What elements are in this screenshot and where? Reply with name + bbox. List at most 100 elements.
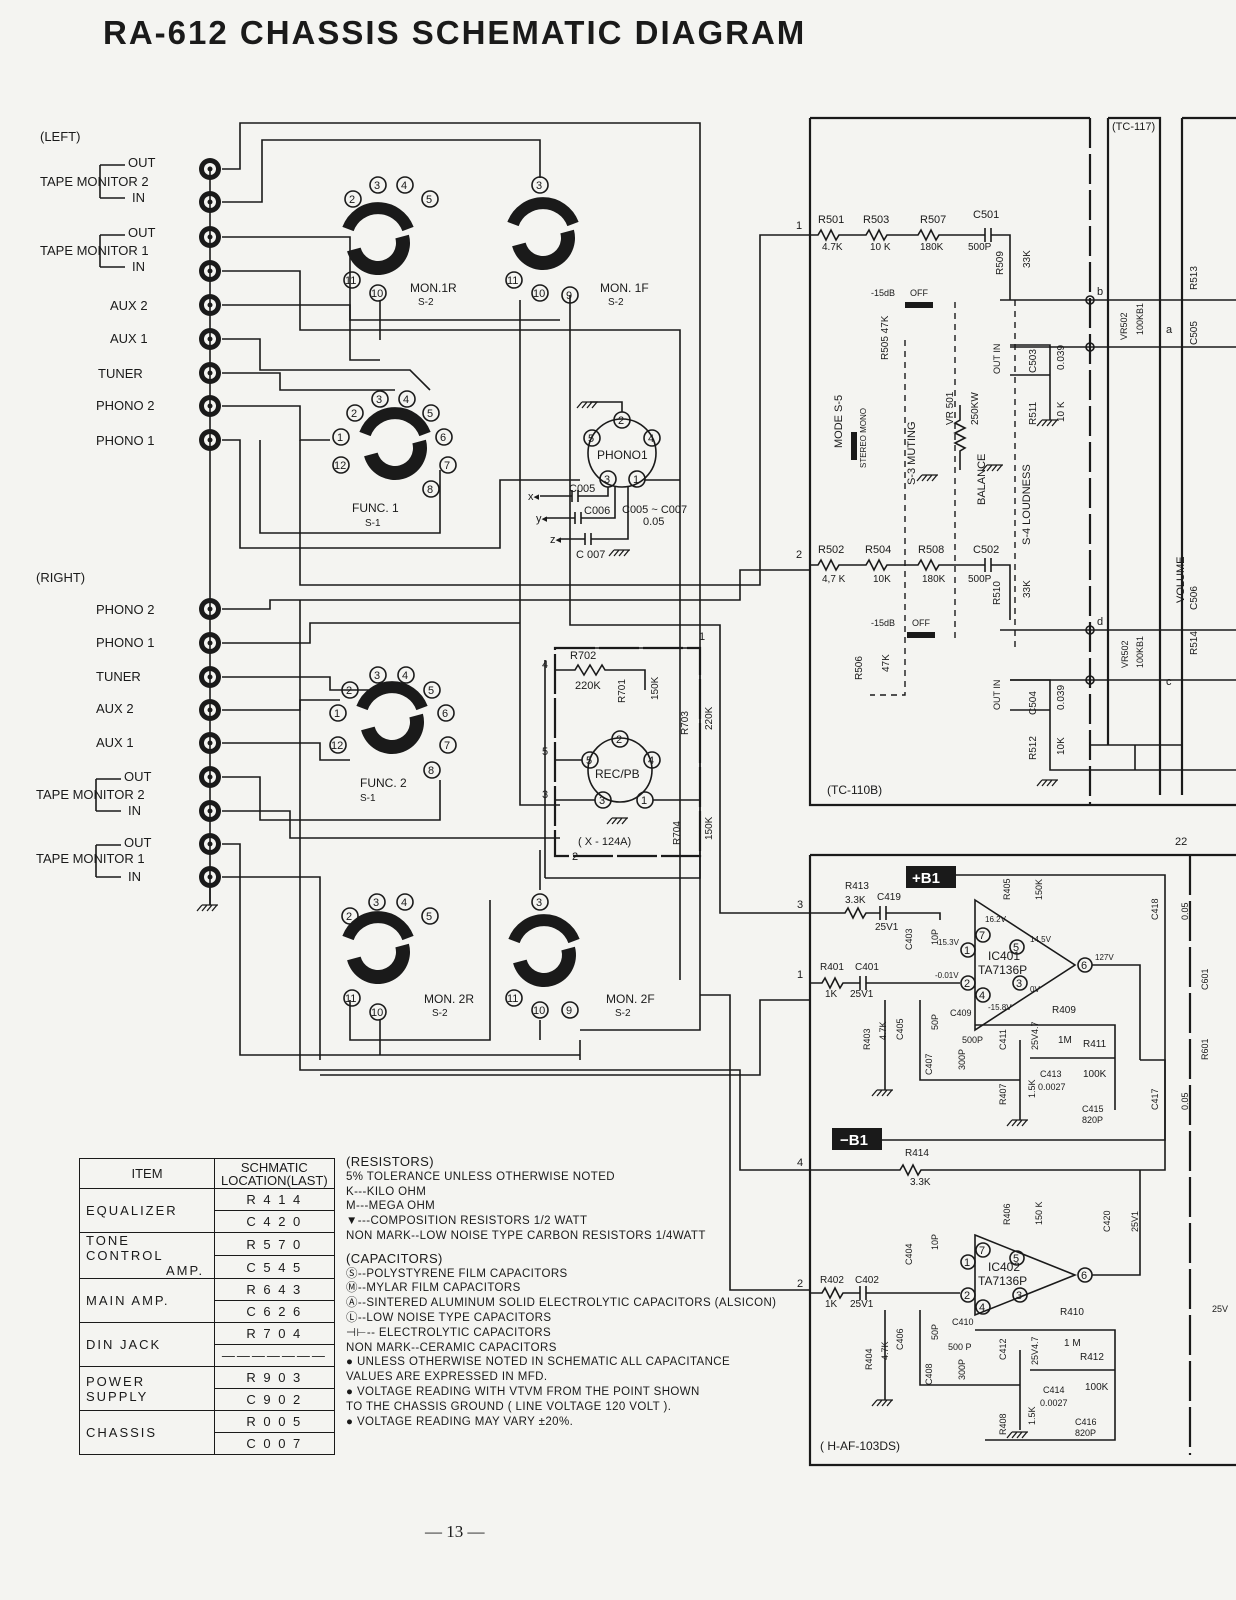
svg-text:R510: R510 xyxy=(992,581,1003,605)
svg-text:500P: 500P xyxy=(962,1035,983,1045)
svg-text:10: 10 xyxy=(533,1005,545,1017)
svg-text:C413: C413 xyxy=(1040,1069,1062,1079)
svg-text:5: 5 xyxy=(586,755,592,767)
tuner-r-label: TUNER xyxy=(96,669,141,684)
svg-text:MON. 2R: MON. 2R xyxy=(424,992,474,1006)
svg-text:5: 5 xyxy=(427,408,433,420)
svg-text:0V: 0V xyxy=(1030,985,1040,994)
svg-text:127V: 127V xyxy=(1095,953,1114,962)
svg-text:MON. 2F: MON. 2F xyxy=(606,992,655,1006)
svg-text:4: 4 xyxy=(402,670,408,682)
svg-text:S-1: S-1 xyxy=(365,518,381,529)
svg-text:1: 1 xyxy=(964,1257,970,1269)
svg-text:S-2: S-2 xyxy=(615,1008,631,1019)
svg-text:d: d xyxy=(1097,616,1103,628)
svg-text:(TC-110B): (TC-110B) xyxy=(827,783,882,797)
svg-text:R512: R512 xyxy=(1028,736,1039,760)
svg-text:R508: R508 xyxy=(918,544,944,556)
svg-text:OFF: OFF xyxy=(910,288,928,298)
r-tape-mon2-in-label: IN xyxy=(128,803,141,818)
svg-text:−B1: −B1 xyxy=(840,1132,868,1149)
func2-switch: 2 3 4 5 1 6 12 7 8 FUNC. 2 S-1 xyxy=(329,666,457,804)
svg-text:R409: R409 xyxy=(1052,1005,1076,1016)
svg-text:VR502: VR502 xyxy=(1120,640,1130,668)
note-line: TO THE CHASSIS GROUND ( LINE VOLTAGE 120… xyxy=(346,1400,672,1413)
svg-text:R411: R411 xyxy=(1083,1039,1107,1050)
svg-text:16.2V: 16.2V xyxy=(985,915,1007,924)
svg-text:VR502: VR502 xyxy=(1119,312,1129,340)
svg-text:R506: R506 xyxy=(854,656,865,680)
svg-text:R406: R406 xyxy=(1002,1203,1012,1225)
svg-text:1: 1 xyxy=(641,795,647,807)
table-cell: C 5 4 5 xyxy=(214,1255,335,1279)
svg-text:R404: R404 xyxy=(864,1348,874,1370)
svg-text:R507: R507 xyxy=(920,214,946,226)
note-line: 5% TOLERANCE UNLESS OTHERWISE NOTED xyxy=(346,1170,615,1183)
table-cell: C 9 0 2 xyxy=(214,1388,335,1411)
svg-text:12: 12 xyxy=(331,740,343,752)
svg-text:5: 5 xyxy=(1013,1253,1019,1265)
svg-text:R513: R513 xyxy=(1189,266,1200,290)
svg-text:C416: C416 xyxy=(1075,1417,1097,1427)
r-tape-mon1-in-label: IN xyxy=(128,869,141,884)
x124a-board: 1 4 5 3 2 R702 220K R701 150K R703 220K … xyxy=(542,631,715,863)
table-cell: ——————— xyxy=(214,1344,335,1367)
note-line: ▼---COMPOSITION RESISTORS 1/2 WATT xyxy=(346,1215,588,1228)
table-cell: R 7 0 4 xyxy=(214,1322,335,1345)
tape-mon1-in-label: IN xyxy=(132,259,145,274)
svg-text:3: 3 xyxy=(797,899,803,911)
svg-text:S-2: S-2 xyxy=(608,297,624,308)
note-line: NON MARK--CERAMIC CAPACITORS xyxy=(346,1341,557,1354)
svg-text:10: 10 xyxy=(371,1007,383,1019)
table-row-item-text2: AMP. xyxy=(166,1263,205,1278)
svg-text:C406: C406 xyxy=(895,1328,905,1350)
svg-text:1: 1 xyxy=(334,708,340,720)
aux2-r-label: AUX 2 xyxy=(96,701,134,716)
svg-text:MODE S-5: MODE S-5 xyxy=(833,395,845,448)
table-row-item: POWER SUPPLY xyxy=(79,1366,215,1411)
svg-text:25V1: 25V1 xyxy=(875,922,899,933)
phono-din-socket: 2 5 4 3 1 PHONO1 x◂ C005 y◂ C006 z◂ C 00… xyxy=(528,401,687,561)
svg-text:9: 9 xyxy=(566,290,572,302)
svg-text:R413: R413 xyxy=(845,881,869,892)
svg-text:C402: C402 xyxy=(855,1275,879,1286)
svg-text:8: 8 xyxy=(428,765,434,777)
svg-text:1M: 1M xyxy=(1058,1035,1072,1046)
svg-text:12: 12 xyxy=(334,460,346,472)
svg-text:25V: 25V xyxy=(1212,1304,1228,1314)
svg-text:10K: 10K xyxy=(1056,737,1067,755)
haf103ds-board: ( H-AF-103DS) 22 3 1 4 2 +B1 −B1 R413 3.… xyxy=(797,836,1236,1467)
svg-text:300P: 300P xyxy=(957,1049,967,1070)
svg-text:-15dB: -15dB xyxy=(871,288,895,298)
svg-text:C417: C417 xyxy=(1150,1088,1160,1110)
svg-text:180K: 180K xyxy=(920,242,944,253)
svg-text:( H-AF-103DS): ( H-AF-103DS) xyxy=(820,1439,900,1453)
svg-text:0.0027: 0.0027 xyxy=(1038,1082,1066,1092)
svg-text:10P: 10P xyxy=(930,929,940,945)
svg-text:C411: C411 xyxy=(998,1029,1008,1050)
table-header-loc2: LOCATION(LAST) xyxy=(221,1172,328,1188)
svg-text:2: 2 xyxy=(616,734,622,746)
svg-text:C407: C407 xyxy=(924,1053,934,1075)
svg-text:2: 2 xyxy=(618,415,624,427)
svg-text:220K: 220K xyxy=(704,706,715,730)
svg-text:S-4 LOUDNESS: S-4 LOUDNESS xyxy=(1021,464,1033,545)
svg-text:0.05: 0.05 xyxy=(1180,1092,1190,1110)
note-line: ● UNLESS OTHERWISE NOTED IN SCHEMATIC AL… xyxy=(346,1356,731,1369)
svg-text:R511: R511 xyxy=(1028,401,1039,425)
note-line: NON MARK--LOW NOISE TYPE CARBON RESISTOR… xyxy=(346,1229,706,1242)
svg-text:4: 4 xyxy=(401,180,407,192)
svg-text:5: 5 xyxy=(588,433,594,445)
wiring xyxy=(209,122,810,1291)
r-tape-mon1-out-label: OUT xyxy=(124,835,152,850)
svg-text:C412: C412 xyxy=(998,1338,1008,1360)
svg-text:3: 3 xyxy=(373,897,379,909)
svg-text:R401: R401 xyxy=(820,962,844,973)
svg-text:100KB1: 100KB1 xyxy=(1135,636,1145,668)
svg-text:33K: 33K xyxy=(1022,580,1033,598)
svg-text:0.039: 0.039 xyxy=(1056,685,1067,710)
svg-text:11: 11 xyxy=(345,993,356,1005)
note-line: M---MEGA OHM xyxy=(346,1200,436,1213)
table-row-item: DIN JACK xyxy=(79,1322,215,1367)
